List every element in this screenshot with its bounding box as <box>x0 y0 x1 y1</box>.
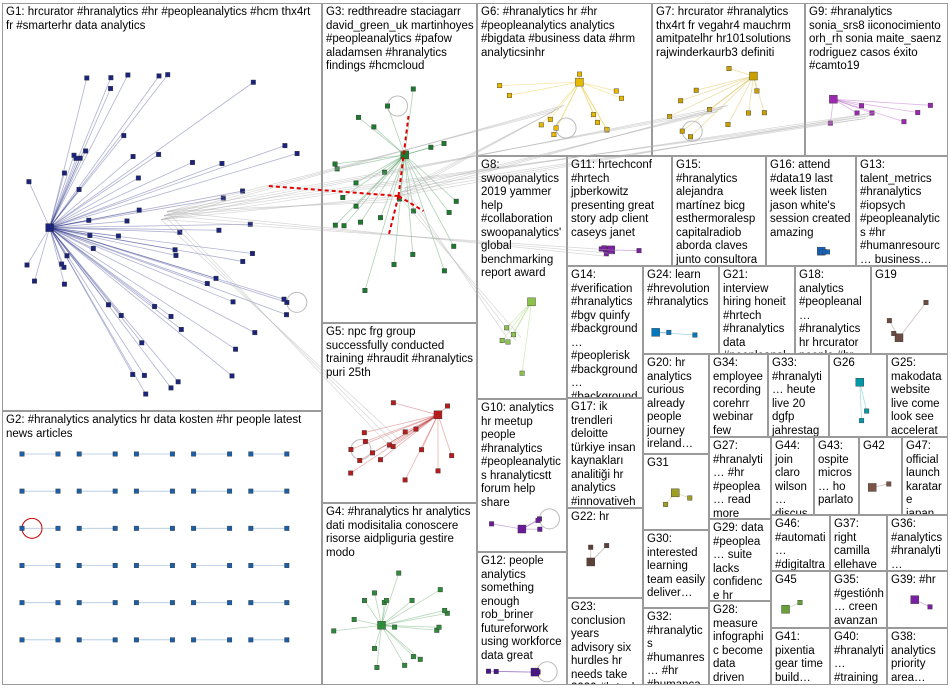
group-box-g12[interactable]: G12: people analytics something enough r… <box>477 552 567 685</box>
group-box-g10[interactable]: G10: analytics hr meetup people #hranaly… <box>477 399 567 552</box>
group-box-g11[interactable]: G11: hrtechconf #hrtech jpberkowitz pres… <box>567 156 672 266</box>
group-box-g23[interactable]: G23: conclusion years advisory six hurdl… <box>567 598 643 685</box>
group-box-g32[interactable]: G32: #hranalytics #humanres… #hr #humanc… <box>643 608 709 685</box>
group-label-g6: G6: #hranalytics hr #hr #peopleanalytics… <box>481 6 636 59</box>
group-label-g47: G47: official launch karatare japan… <box>906 440 942 515</box>
group-label-g26: G26 <box>833 357 855 369</box>
group-box-g40[interactable]: G40: #hranalyti… #training #emplaw… <box>830 628 887 685</box>
group-box-g41[interactable]: G41: pixentia gear time build… <box>771 628 830 685</box>
group-box-g47[interactable]: G47: official launch karatare japan… <box>902 437 948 515</box>
group-label-g24: G24: learn #hrevolution #hranalytics <box>647 269 710 308</box>
group-box-g14[interactable]: G14: #verification #hranalytics #bgv qui… <box>567 266 643 398</box>
group-label-g13: G13: talent_metrics #hranalytics #iopsyc… <box>860 159 940 266</box>
group-box-g19[interactable]: G19 <box>871 266 948 354</box>
group-box-g37[interactable]: G37: right camilla ellehave rockwool… <box>830 515 887 571</box>
group-box-g35[interactable]: G35: #gestiónh… creen avanzan… <box>830 571 887 628</box>
group-label-g41: G41: pixentia gear time build… <box>775 631 823 684</box>
group-label-g17: G17: ik trendleri deloitte türkiye insan… <box>571 401 636 508</box>
group-label-g43: G43: ospite micros… ho parlato… <box>818 440 854 515</box>
group-box-g27[interactable]: G27: #hranalyti… #hr #peoplea… read more… <box>709 437 771 519</box>
group-box-g1[interactable]: G1: hrcurator #hranalytics #hr #peoplean… <box>2 3 322 411</box>
group-label-g21: G21: interview hiring honeit #hrtech #hr… <box>723 269 786 353</box>
group-label-g23: G23: conclusion years advisory six hurdl… <box>571 601 638 684</box>
group-box-g8[interactable]: G8: swoopanalytics 2019 yammer help #col… <box>477 156 567 399</box>
group-box-g21[interactable]: G21: interview hiring honeit #hrtech #hr… <box>719 266 795 354</box>
group-label-g12: G12: people analytics something enough r… <box>481 555 562 662</box>
group-label-g20: G20: hr analytics curious already people… <box>647 357 694 450</box>
group-box-g3[interactable]: G3: redthreadre staciagarr david_green_u… <box>322 3 477 323</box>
group-label-g10: G10: analytics hr meetup people #hranaly… <box>481 402 561 509</box>
group-label-g37: G37: right camilla ellehave rockwool… <box>834 518 877 571</box>
group-label-g42: G42 <box>863 440 885 452</box>
group-label-g44: G44: join claro wilson… discus… <box>775 440 808 515</box>
group-box-g31[interactable]: G31 <box>643 454 709 530</box>
group-box-g39[interactable]: G39: #hr <box>887 571 948 628</box>
group-label-g14: G14: #verification #hranalytics #bgv qui… <box>571 269 638 398</box>
group-label-g33: G33: #hranalyti… heute live 20 dgfp jahr… <box>772 357 822 437</box>
group-label-g30: G30: interested learning team easily del… <box>647 533 706 599</box>
group-label-g4: G4: #hranalytics hr analytics dati modis… <box>326 506 471 559</box>
group-label-g40: G40: #hranalyti… #training #emplaw… <box>834 631 884 684</box>
group-label-g7: G7: hrcurator #hranalytics thx4rt fr veg… <box>656 6 791 59</box>
group-label-g38: G38: analytics priority area… <box>891 631 936 684</box>
group-box-g26[interactable]: G26 <box>829 354 887 437</box>
group-box-g29[interactable]: G29: data #peoplea… suite lacks confiden… <box>709 519 771 601</box>
group-box-g44[interactable]: G44: join claro wilson… discus… <box>771 437 814 515</box>
group-box-g22[interactable]: G22: hr <box>567 508 643 598</box>
group-box-g25[interactable]: G25: makodata website live come look see… <box>887 354 948 437</box>
group-label-g32: G32: #hranalytics #humanres… #hr #humanc… <box>647 611 705 685</box>
group-box-g7[interactable]: G7: hrcurator #hranalytics thx4rt fr veg… <box>652 3 805 156</box>
group-label-g5: G5: npc frg group successfully conducted… <box>326 326 474 379</box>
group-label-g35: G35: #gestiónh… creen avanzan… <box>834 574 884 627</box>
group-box-g13[interactable]: G13: talent_metrics #hranalytics #iopsyc… <box>856 156 948 266</box>
group-label-g18: G18: analytics #peopleanal… #hranalytics… <box>799 269 862 353</box>
group-box-g16[interactable]: G16: attend #data19 last week listen jas… <box>766 156 856 266</box>
group-box-g42[interactable]: G42 <box>859 437 902 515</box>
group-label-g27: G27: #hranalyti… #hr #peoplea… read more… <box>713 440 763 519</box>
group-box-g20[interactable]: G20: hr analytics curious already people… <box>643 354 709 454</box>
group-label-g29: G29: data #peoplea… suite lacks confiden… <box>713 522 764 601</box>
group-box-g46[interactable]: G46: #automati… #digitaltra… #employe… <box>771 515 830 571</box>
group-box-g45[interactable]: G45 <box>771 571 830 628</box>
group-box-g36[interactable]: G36: #analytics #hranalyti… organizati… <box>887 515 948 571</box>
group-label-g15: G15: #hranalytics alejandra martínez bic… <box>676 159 758 266</box>
group-box-g24[interactable]: G24: learn #hrevolution #hranalytics <box>643 266 719 354</box>
group-box-g5[interactable]: G5: npc frg group successfully conducted… <box>322 323 477 503</box>
group-box-g15[interactable]: G15: #hranalytics alejandra martínez bic… <box>672 156 766 266</box>
group-box-g17[interactable]: G17: ik trendleri deloitte türkiye insan… <box>567 398 643 508</box>
group-label-g39: G39: #hr <box>891 574 936 586</box>
group-label-g1: G1: hrcurator #hranalytics #hr #peoplean… <box>6 6 311 32</box>
group-label-g25: G25: makodata website live come look see… <box>891 357 942 437</box>
group-box-g38[interactable]: G38: analytics priority area… <box>887 628 948 685</box>
group-label-g46: G46: #automati… #digitaltra… #employe… <box>775 518 826 571</box>
group-label-g11: G11: hrtechconf #hrtech jpberkowitz pres… <box>571 159 655 239</box>
group-box-g43[interactable]: G43: ospite micros… ho parlato… <box>814 437 859 515</box>
group-box-g9[interactable]: G9: #hranalytics sonia_srs8 iiconocimien… <box>805 3 948 156</box>
group-box-g34[interactable]: G34: employee recording corehrr webinar … <box>709 354 768 437</box>
group-box-g18[interactable]: G18: analytics #peopleanal… #hranalytics… <box>795 266 871 354</box>
group-box-g4[interactable]: G4: #hranalytics hr analytics dati modis… <box>322 503 477 685</box>
group-label-g9: G9: #hranalytics sonia_srs8 iiconocimien… <box>809 6 942 72</box>
group-box-g6[interactable]: G6: #hranalytics hr #hr #peopleanalytics… <box>477 3 652 156</box>
group-box-g2[interactable]: G2: #hranalytics analytics hr data koste… <box>2 411 322 685</box>
group-label-g2: G2: #hranalytics analytics hr data koste… <box>6 414 302 440</box>
group-label-g22: G22: hr <box>571 511 610 523</box>
group-box-g33[interactable]: G33: #hranalyti… heute live 20 dgfp jahr… <box>768 354 829 437</box>
group-label-g16: G16: attend #data19 last week listen jas… <box>770 159 851 239</box>
group-label-g45: G45 <box>775 574 797 586</box>
group-label-g34: G34: employee recording corehrr webinar … <box>713 357 763 437</box>
group-label-g8: G8: swoopanalytics 2019 yammer help #col… <box>481 159 562 279</box>
group-label-g19: G19 <box>875 269 897 281</box>
group-label-g36: G36: #analytics #hranalyti… organizati… <box>891 518 943 571</box>
group-box-g30[interactable]: G30: interested learning team easily del… <box>643 530 709 608</box>
group-label-g3: G3: redthreadre staciagarr david_green_u… <box>326 6 474 72</box>
group-label-g28: G28: measure infographic become data dri… <box>713 604 764 684</box>
group-label-g31: G31 <box>647 457 669 469</box>
group-box-g28[interactable]: G28: measure infographic become data dri… <box>709 601 771 685</box>
